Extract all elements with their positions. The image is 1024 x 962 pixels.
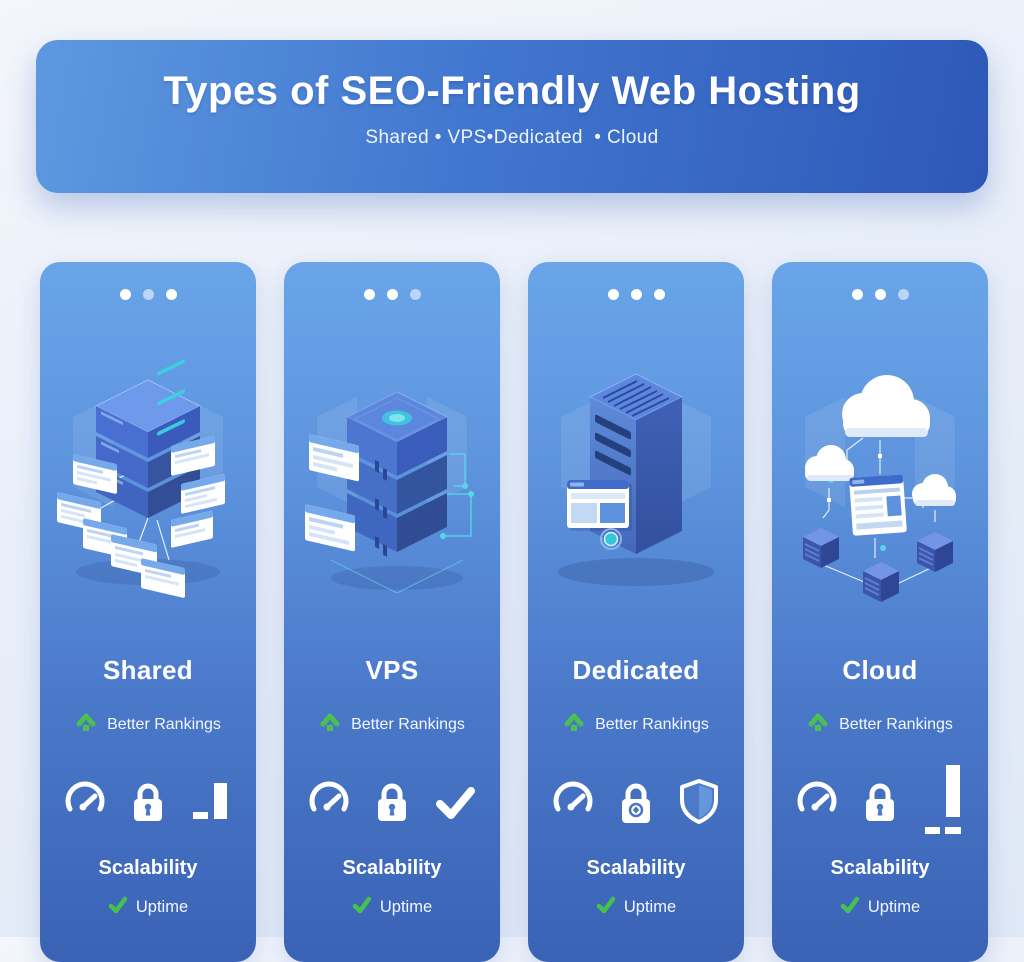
better-rankings-label: Better Rankings — [595, 715, 709, 733]
arrow-up-icon — [75, 711, 97, 738]
speedometer-icon — [549, 777, 597, 825]
arrow-up-icon — [807, 711, 829, 738]
card-shared: Shared Better Rankings Scalability Uptim… — [40, 262, 256, 962]
better-rankings-row: Better Rankings — [40, 711, 256, 738]
card-vps: VPS Better Rankings Scalability Uptime — [284, 262, 500, 962]
shared-server-network-illustration — [53, 322, 243, 622]
card-dedicated: Dedicated Better Rankings Scalability Up… — [528, 262, 744, 962]
scalability-label: Scalability — [342, 857, 442, 879]
checkmark-icon — [431, 777, 479, 825]
uptime-row: Uptime — [40, 895, 256, 920]
feature-icons-row — [284, 762, 500, 840]
scalability-label: Scalability — [830, 857, 930, 879]
cloud-hosting-network-illustration — [785, 322, 975, 622]
speedometer-icon — [793, 777, 841, 825]
page-subtitle: Shared • VPS•Dedicated • Cloud — [365, 127, 659, 148]
checkmark-green-icon — [352, 895, 372, 920]
card-dots — [772, 289, 988, 300]
header-banner: Types of SEO-Friendly Web Hosting Shared… — [36, 40, 988, 193]
better-rankings-label: Better Rankings — [107, 715, 221, 733]
bar-chart-icon — [187, 777, 235, 825]
card-title: VPS — [365, 655, 419, 685]
lock-icon — [124, 777, 172, 825]
speedometer-icon — [61, 777, 109, 825]
card-dots — [284, 289, 500, 300]
uptime-bar-icon — [919, 763, 967, 839]
better-rankings-row: Better Rankings — [284, 711, 500, 738]
checkmark-green-icon — [108, 895, 128, 920]
scalability-label: Scalability — [586, 857, 686, 879]
scalability-label: Scalability — [98, 857, 198, 879]
uptime-label: Uptime — [135, 898, 189, 916]
lock-icon — [368, 777, 416, 825]
secure-lock-icon — [612, 777, 660, 825]
card-title: Dedicated — [572, 655, 700, 685]
hosting-cards-row: Shared Better Rankings Scalability Uptim… — [40, 262, 988, 962]
card-dots — [40, 289, 256, 300]
browser-windows — [57, 436, 225, 598]
better-rankings-label: Better Rankings — [839, 715, 953, 733]
uptime-row: Uptime — [284, 895, 500, 920]
speedometer-icon — [305, 777, 353, 825]
checkmark-green-icon — [596, 895, 616, 920]
vps-server-stack-illustration — [297, 322, 487, 622]
dedicated-server-tower-illustration — [541, 322, 731, 622]
checkmark-green-icon — [840, 895, 860, 920]
uptime-label: Uptime — [379, 898, 433, 916]
uptime-row: Uptime — [772, 895, 988, 920]
page-title: Types of SEO-Friendly Web Hosting — [163, 69, 861, 113]
card-cloud: Cloud Better Rankings Scalability Uptime — [772, 262, 988, 962]
uptime-label: Uptime — [867, 898, 921, 916]
feature-icons-row — [528, 762, 744, 840]
shield-icon — [675, 777, 723, 825]
lock-icon — [856, 777, 904, 825]
arrow-up-icon — [563, 711, 585, 738]
feature-icons-row — [40, 762, 256, 840]
feature-icons-row — [772, 762, 988, 840]
card-title: Cloud — [842, 655, 918, 685]
card-dots — [528, 289, 744, 300]
uptime-row: Uptime — [528, 895, 744, 920]
better-rankings-row: Better Rankings — [528, 711, 744, 738]
better-rankings-label: Better Rankings — [351, 715, 465, 733]
better-rankings-row: Better Rankings — [772, 711, 988, 738]
card-title: Shared — [103, 655, 193, 685]
uptime-label: Uptime — [623, 898, 677, 916]
arrow-up-icon — [319, 711, 341, 738]
